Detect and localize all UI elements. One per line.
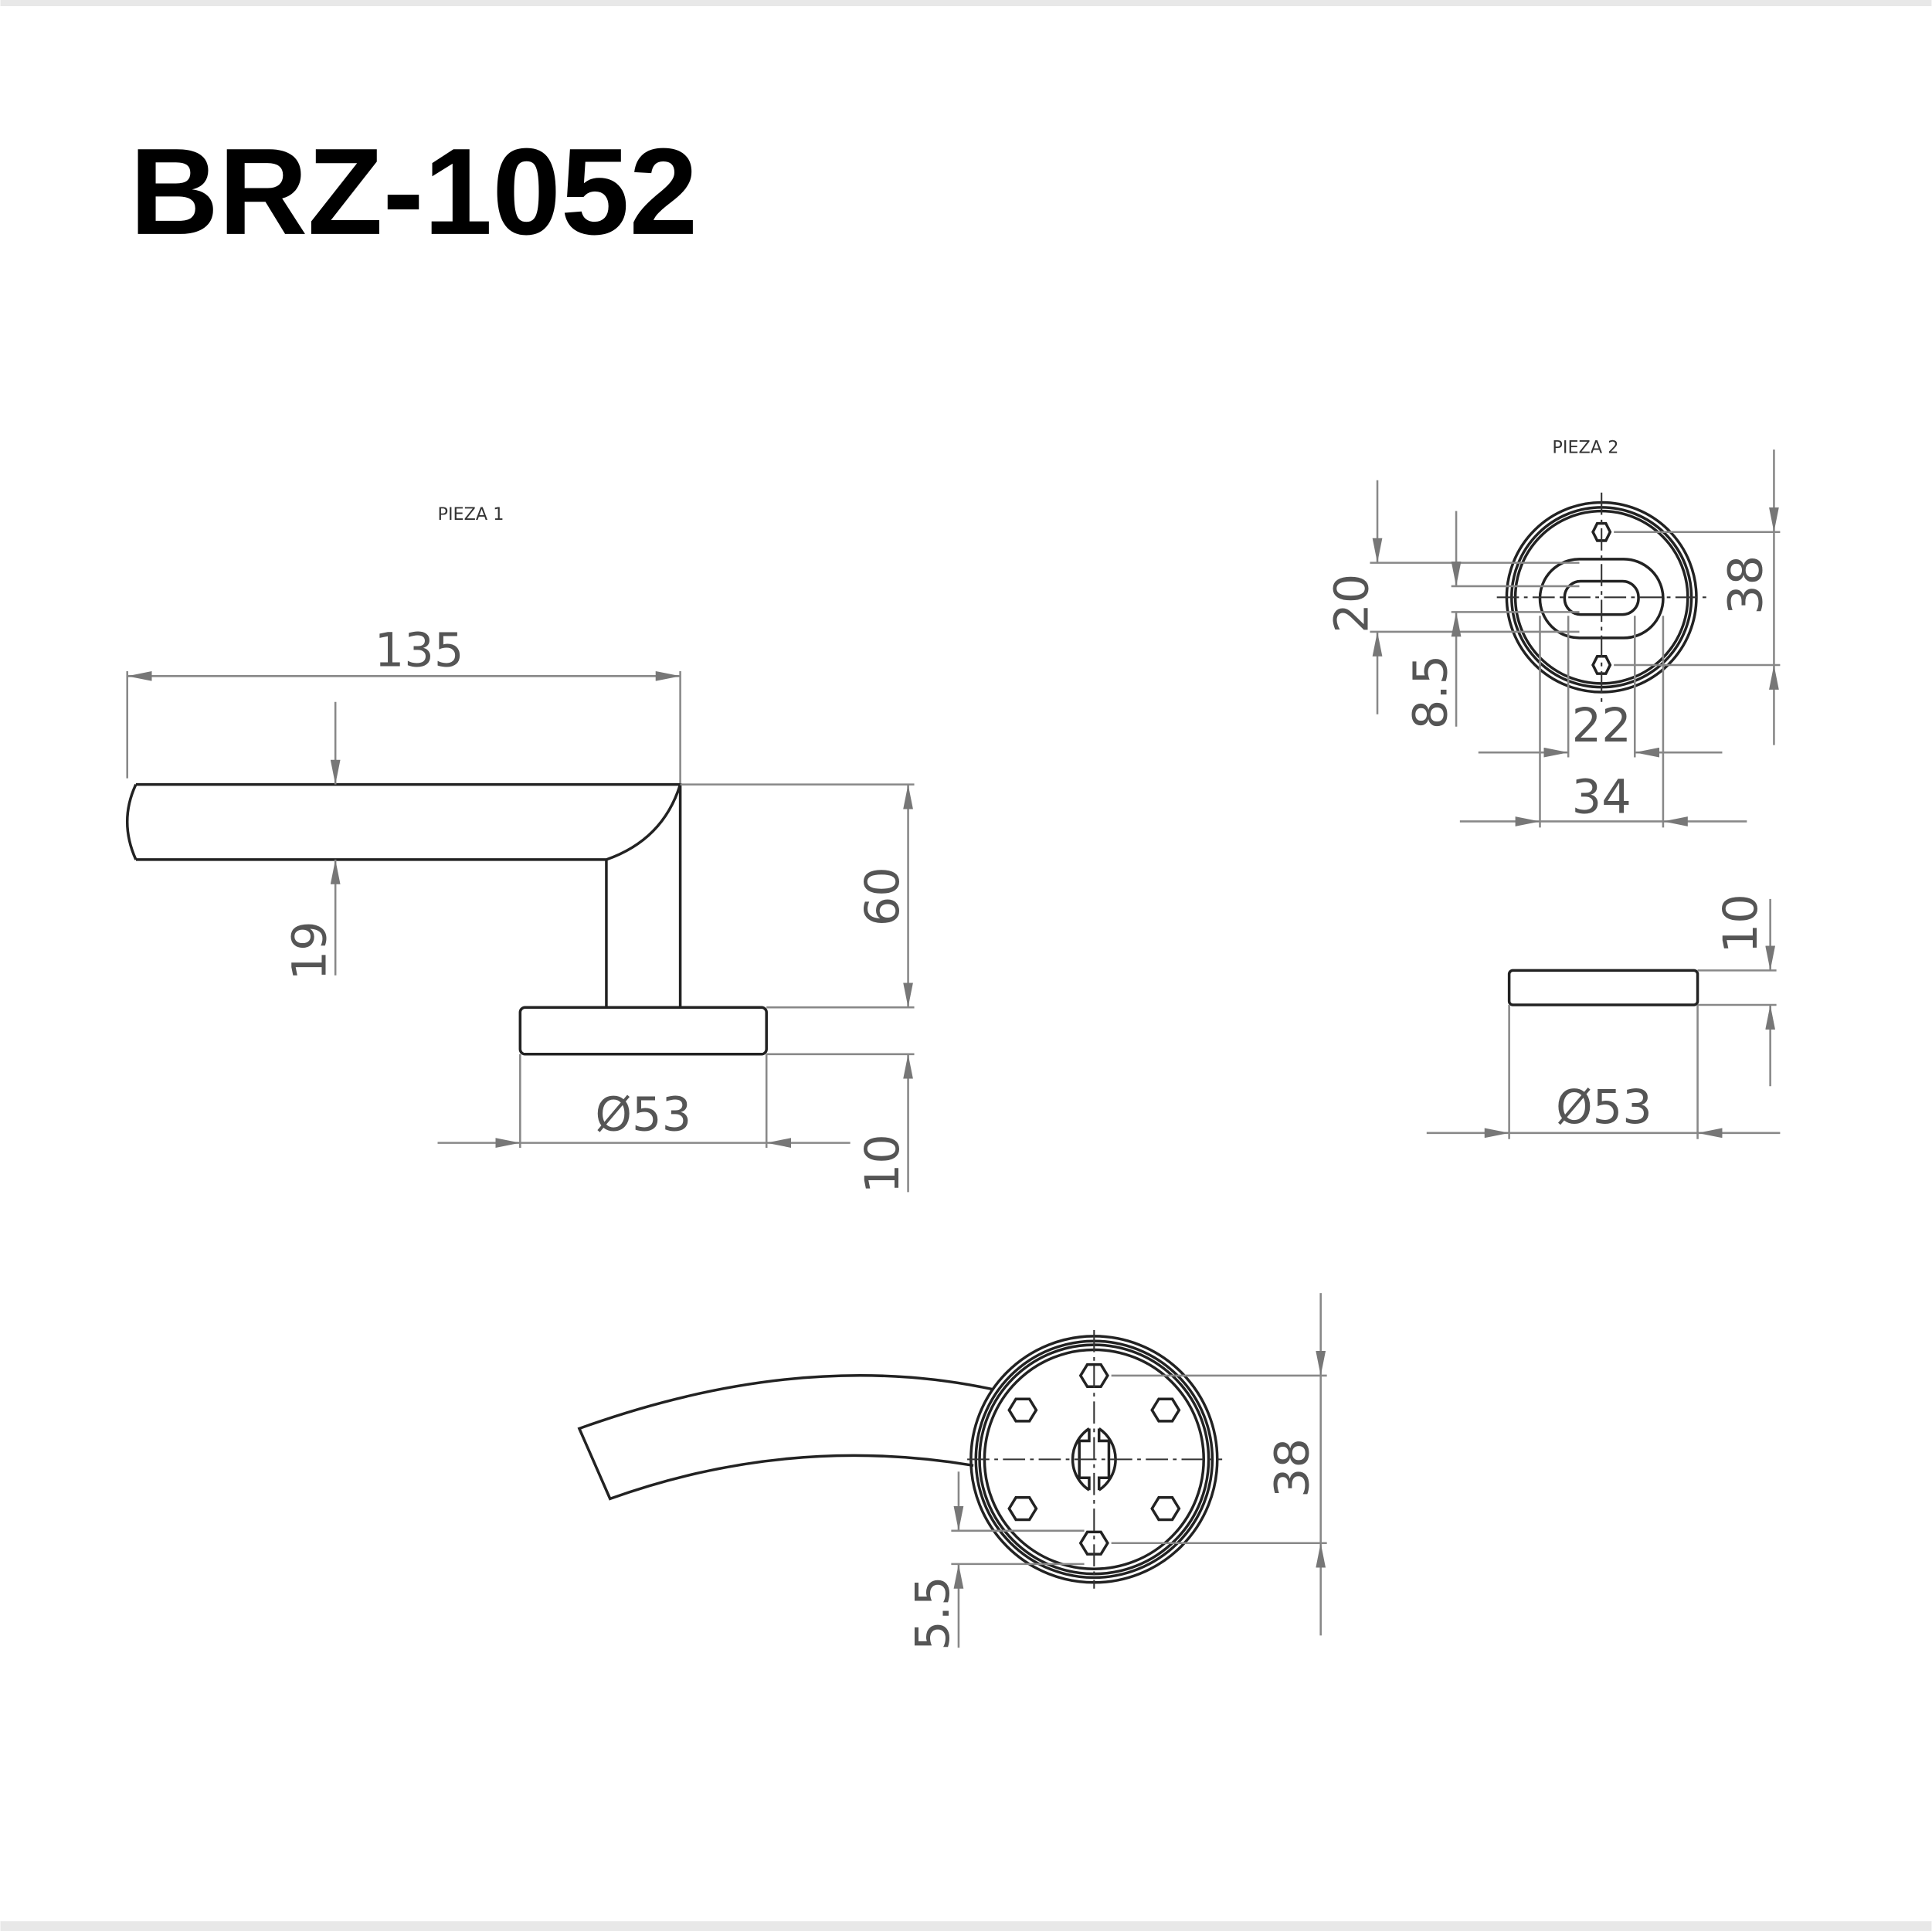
dim-60: 60 [680, 783, 915, 1056]
dim-20: 20 [1325, 480, 1580, 714]
pieza-1-label: PIEZA 1 [438, 504, 504, 524]
dim-19-label: 19 [283, 921, 337, 980]
lever-top-view: 38 5.5 [577, 1293, 1327, 1651]
dim-diameter-53: Ø53 [437, 1054, 851, 1148]
dim-10: 10 [856, 1054, 913, 1193]
product-title: BRZ-1052 [130, 123, 698, 260]
dim-5-5-label: 5.5 [906, 1576, 960, 1650]
dim-19: 19 [283, 701, 341, 980]
dim-22: 22 [1478, 616, 1723, 758]
dim-10-side-label: 10 [1714, 894, 1768, 953]
dim-diameter-53-side-label: Ø53 [1556, 1081, 1652, 1135]
pieza-2-label: PIEZA 2 [1552, 438, 1618, 458]
dim-5-5: 5.5 [906, 1471, 1085, 1651]
dim-20-label: 20 [1325, 574, 1379, 633]
rose-outline [518, 1006, 768, 1056]
screw-holes [1007, 1363, 1181, 1556]
dim-135: 135 [126, 624, 681, 784]
dim-34: 34 [1459, 616, 1747, 828]
dim-10-label: 10 [856, 1134, 910, 1193]
top-border [0, 0, 1932, 6]
dim-8-5: 8.5 [1404, 511, 1580, 729]
pieza-2-front-view: PIEZA 2 38 20 8.5 [1325, 438, 1781, 828]
bottom-border [0, 1921, 1932, 1931]
dim-38-top-label: 38 [1719, 555, 1773, 615]
pieza-2-side-view: 10 Ø53 [1426, 894, 1781, 1139]
dim-60-label: 60 [856, 867, 910, 926]
dim-38-bottom-label: 38 [1266, 1438, 1320, 1498]
dim-22-label: 22 [1572, 699, 1632, 753]
dim-8-5-label: 8.5 [1404, 655, 1458, 729]
lever-outline [126, 782, 682, 1008]
dim-38-top: 38 [1614, 449, 1781, 745]
pieza-1-side-view: PIEZA 1 135 19 60 10 Ø53 [126, 504, 915, 1193]
screw-hole-top [1591, 521, 1612, 542]
dim-diameter-53-side: Ø53 [1426, 1005, 1781, 1139]
dim-38-bottom: 38 [1111, 1293, 1327, 1636]
curved-lever [577, 1374, 993, 1501]
dim-34-label: 34 [1572, 770, 1632, 824]
screw-hole-bottom [1591, 655, 1612, 675]
dim-10-side: 10 [1697, 894, 1777, 1087]
dim-diameter-53-label: Ø53 [595, 1088, 691, 1142]
rose-2-outline [1507, 969, 1699, 1006]
dim-135-label: 135 [375, 624, 464, 678]
